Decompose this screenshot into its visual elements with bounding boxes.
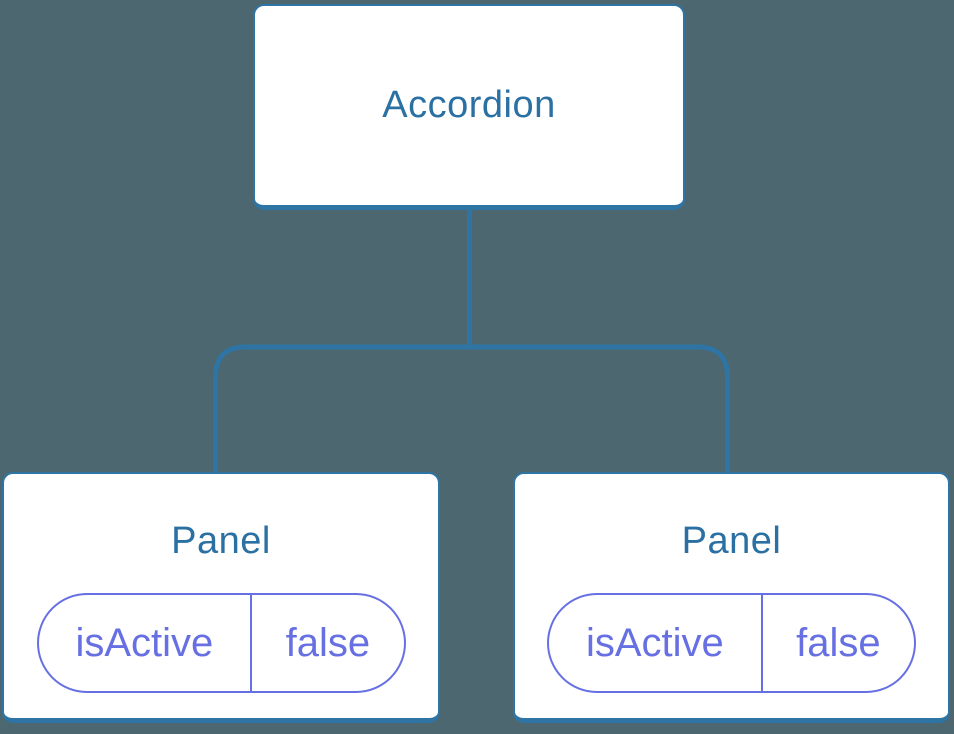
prop-value: false <box>760 595 914 691</box>
prop-name: isActive <box>75 620 214 665</box>
panel-right-label: Panel <box>681 520 782 562</box>
accordion-node-label: Accordion <box>382 84 556 126</box>
panel-right-prop-pill: isActive false <box>547 593 916 693</box>
accordion-node: Accordion <box>253 4 685 210</box>
panel-node-left: Panel isActive false <box>2 472 440 723</box>
branch-bracket-line <box>213 344 730 474</box>
panel-left-label: Panel <box>171 520 271 562</box>
panel-node-right: Panel isActive false <box>513 472 950 723</box>
panel-left-prop-pill: isActive false <box>36 593 406 693</box>
prop-name: isActive <box>585 620 724 665</box>
prop-value: false <box>250 595 403 691</box>
